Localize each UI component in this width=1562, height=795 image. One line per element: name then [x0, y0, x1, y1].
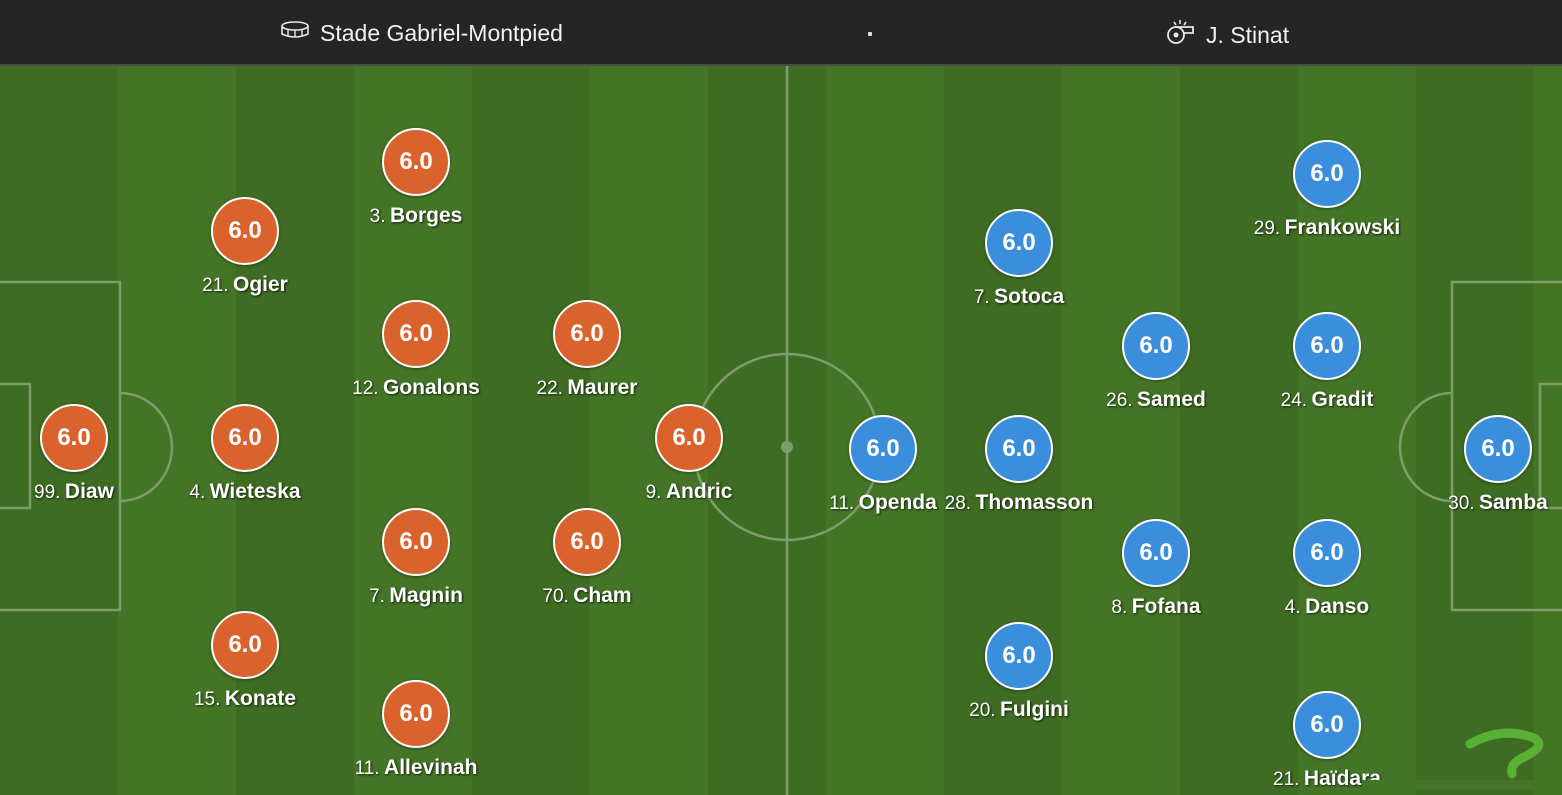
header-separator: [868, 32, 872, 36]
player-label: 20. Fulgini: [869, 697, 1169, 725]
player-rating-badge[interactable]: 6.0: [655, 404, 723, 472]
player-rating-badge[interactable]: 6.0: [211, 611, 279, 679]
player-label: 4. Danso: [1177, 594, 1477, 622]
player-number: 70.: [542, 586, 569, 607]
player-label: 21. Ogier: [95, 272, 395, 300]
player-name: Konate: [224, 687, 297, 710]
player-name: Andric: [665, 480, 733, 503]
player-number: 12.: [352, 378, 379, 399]
player-name: Frankowski: [1284, 216, 1401, 239]
player-number: 22.: [536, 378, 563, 399]
player-name: Samba: [1479, 491, 1548, 514]
player-rating-badge[interactable]: 6.0: [553, 508, 621, 576]
player-name: Ogier: [233, 273, 288, 296]
player-label: 15. Konate: [95, 686, 395, 714]
player-name: Gradit: [1311, 388, 1374, 411]
player-number: 15.: [193, 689, 221, 710]
player-rating-badge[interactable]: 6.0: [211, 404, 279, 472]
player-number: 4.: [1284, 597, 1301, 618]
player-name: Haïdara: [1303, 767, 1381, 790]
player-number: 9.: [645, 482, 662, 503]
player-label: 22. Maurer: [437, 375, 737, 403]
player-name: Openda: [858, 491, 937, 514]
player-name: Magnin: [389, 584, 463, 607]
player-label: 4. Wieteska: [95, 479, 395, 507]
whoscored-logo: [1362, 718, 1562, 795]
stadium-icon: [280, 20, 310, 47]
player-label: 7. Magnin: [266, 583, 566, 611]
player-label: 29. Frankowski: [1177, 215, 1477, 243]
player-number: 21.: [1273, 769, 1300, 790]
player-rating-badge[interactable]: 6.0: [553, 300, 621, 368]
player-name: Cham: [573, 584, 632, 607]
player-number: 30.: [1448, 493, 1475, 514]
player-label: 8. Fofana: [1006, 594, 1306, 622]
pitch-markings: [0, 66, 1562, 795]
player-rating-badge[interactable]: 6.0: [1293, 519, 1361, 587]
player-number: 24.: [1280, 390, 1308, 411]
player-label: 12. Gonalons: [266, 375, 566, 403]
player-rating-badge[interactable]: 6.0: [985, 622, 1053, 690]
player-name: Fofana: [1131, 595, 1201, 618]
player-rating-badge[interactable]: 6.0: [382, 508, 450, 576]
player-name: Sotoca: [994, 285, 1065, 308]
player-rating-badge[interactable]: 6.0: [211, 197, 279, 265]
stadium-info: Stade Gabriel-Montpied: [280, 18, 563, 48]
player-number: 3.: [369, 206, 386, 227]
player-rating-badge[interactable]: 6.0: [985, 209, 1053, 277]
player-label: 30. Samba: [1348, 490, 1562, 518]
player-label: 11. Allevinah: [266, 755, 566, 783]
player-name: Samed: [1137, 388, 1206, 411]
player-rating-badge[interactable]: 6.0: [382, 300, 450, 368]
referee-info: J. Stinat: [1166, 18, 1289, 51]
referee-name: J. Stinat: [1206, 21, 1290, 48]
whistle-icon: [1166, 18, 1196, 51]
player-rating-badge[interactable]: 6.0: [1464, 415, 1532, 483]
player-number: 26.: [1106, 390, 1133, 411]
player-label: 24. Gradit: [1177, 387, 1477, 415]
player-rating-badge[interactable]: 6.0: [1293, 140, 1361, 208]
player-rating-badge[interactable]: 6.0: [985, 415, 1053, 483]
player-rating-badge[interactable]: 6.0: [1122, 519, 1190, 587]
player-name: Gonalons: [383, 376, 480, 399]
player-number: 11.: [354, 758, 380, 779]
player-number: 99.: [34, 482, 61, 503]
player-number: 4.: [189, 482, 206, 503]
player-label: 7. Sotoca: [869, 284, 1169, 312]
player-name: Danso: [1305, 595, 1370, 618]
match-info-bar: Stade Gabriel-Montpied J. Stinat: [0, 0, 1562, 66]
player-name: Borges: [389, 204, 463, 227]
player-name: Diaw: [64, 480, 114, 503]
player-label: 21. Haïdara: [1177, 766, 1477, 794]
player-number: 7.: [973, 287, 990, 308]
player-rating-badge[interactable]: 6.0: [382, 680, 450, 748]
player-label: 3. Borges: [266, 203, 566, 231]
player-number: 29.: [1253, 218, 1281, 239]
player-rating-badge[interactable]: 6.0: [40, 404, 108, 472]
player-label: 26. Samed: [1006, 387, 1306, 415]
player-label: 9. Andric: [539, 479, 839, 507]
player-number: 21.: [202, 275, 229, 296]
player-name: Wieteska: [209, 480, 301, 503]
stadium-name: Stade Gabriel-Montpied: [320, 20, 563, 46]
player-label: 28. Thomasson: [869, 490, 1169, 518]
player-number: 28.: [944, 493, 972, 514]
player-number: 8.: [1111, 597, 1128, 618]
player-label: 11. Openda: [733, 490, 1033, 518]
player-rating-badge[interactable]: 6.0: [1122, 312, 1190, 380]
player-rating-badge[interactable]: 6.0: [1293, 312, 1361, 380]
player-name: Allevinah: [384, 756, 478, 779]
player-label: 99. Diaw: [0, 479, 224, 507]
player-label: 70. Cham: [437, 583, 737, 611]
player-rating-badge[interactable]: 6.0: [849, 415, 917, 483]
player-number: 7.: [369, 586, 385, 607]
player-number: 11.: [829, 493, 855, 514]
player-rating-badge[interactable]: 6.0: [1293, 691, 1361, 759]
player-name: Maurer: [567, 376, 638, 399]
player-rating-badge[interactable]: 6.0: [382, 128, 450, 196]
player-name: Thomasson: [975, 491, 1094, 514]
player-name: Fulgini: [1000, 698, 1069, 721]
player-number: 20.: [969, 700, 996, 721]
